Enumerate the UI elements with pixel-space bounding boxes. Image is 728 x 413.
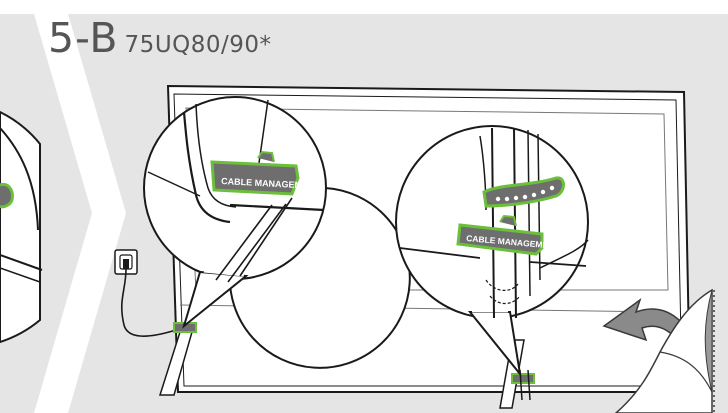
left-zoom-bubble: CABLE MANAGEMENT (143, 96, 411, 369)
power-outlet-icon (114, 249, 177, 337)
page-corner-icon (614, 288, 715, 413)
chevron-separator (34, 14, 126, 413)
left-stand (158, 322, 197, 396)
model-number: 75UQ80/90* (124, 32, 272, 58)
right-zoom-bubble: CABLE MANAGEMENT (395, 125, 589, 378)
step-number: 5-B (48, 14, 119, 62)
previous-step-zoom-circle (0, 110, 43, 344)
